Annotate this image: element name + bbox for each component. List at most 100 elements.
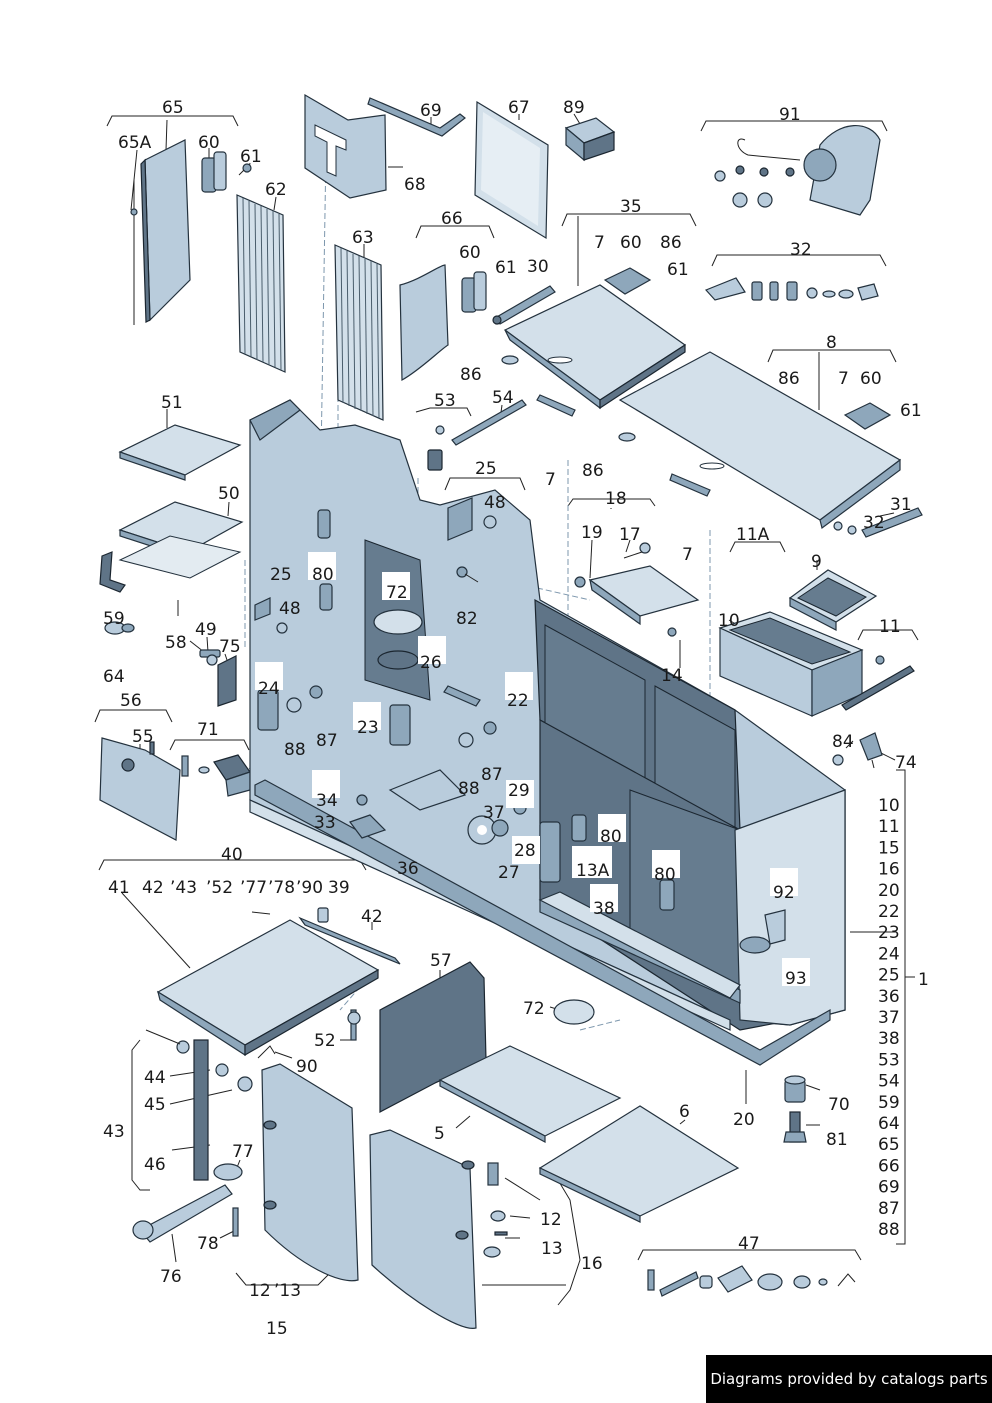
caps-92-93 (739, 909, 786, 954)
callout-51: 51 (161, 393, 183, 413)
callout-86d: 86 (582, 461, 604, 481)
washers-88-87 (286, 685, 497, 748)
callout-27: 27 (498, 863, 520, 883)
callout-34: 34 (316, 791, 338, 811)
small-parts-12-13 (483, 1162, 508, 1258)
callout-7d: 7 (682, 545, 693, 565)
group-brackets (94, 115, 919, 1306)
bar-69 (367, 97, 466, 137)
block-89 (564, 117, 616, 162)
callout-63: 63 (352, 228, 374, 248)
right-callout-36: 36 (878, 987, 900, 1007)
clips-80 (571, 814, 675, 911)
right-callout-16: 16 (878, 860, 900, 880)
callout-60c: 60 (620, 233, 642, 253)
callout-86a: 86 (660, 233, 682, 253)
bolt-52 (347, 1009, 361, 1041)
callout-1: 1 (918, 970, 929, 990)
foot-70-81 (783, 1075, 807, 1143)
knob-59 (104, 621, 135, 635)
callout-54: 54 (492, 388, 514, 408)
callout-8: 8 (826, 333, 837, 353)
right-callout-37: 37 (878, 1008, 900, 1028)
right-callout-20: 20 (878, 881, 900, 901)
callout-80b: 80 (600, 827, 622, 847)
callout-78h: ’78 (268, 878, 295, 898)
right-callout-11: 11 (878, 817, 900, 837)
callout-14: 14 (661, 666, 683, 686)
louvre-62 (236, 194, 286, 373)
callout-42b: 42 (361, 907, 383, 927)
leg-46 (145, 1029, 253, 1181)
lid-8 (618, 351, 902, 530)
table-top-41 (156, 919, 380, 1057)
callout-50: 50 (218, 484, 240, 504)
hinge-60b (461, 271, 487, 313)
callout-13b: ’13 (274, 1281, 301, 1301)
callout-11a: 11A (736, 525, 770, 545)
rail-11 (841, 655, 915, 711)
callout-61: 61 (240, 147, 262, 167)
right-callout-25: 25 (878, 966, 900, 986)
callout-13a: 13 (541, 1239, 563, 1259)
callout-72a: 72 (386, 583, 408, 603)
callout-32a: 32 (790, 240, 812, 260)
callout-40: 40 (221, 845, 243, 865)
bolt-58-49 (199, 649, 221, 666)
callout-22: 22 (507, 691, 529, 711)
callout-37: 37 (483, 803, 505, 823)
callout-92: 92 (773, 883, 795, 903)
callout-23: 23 (357, 718, 379, 738)
door-left (261, 1063, 359, 1282)
mat-51 (118, 424, 242, 481)
callout-88a: 88 (284, 740, 306, 760)
hinge-60 (201, 151, 227, 193)
callout-55: 55 (132, 727, 154, 747)
callout-93: 93 (785, 969, 807, 989)
label-boxes (255, 552, 810, 986)
foot-76-77-78 (132, 1163, 243, 1243)
callout-45: 45 (144, 1095, 166, 1115)
brackets-36-34-33 (349, 769, 467, 839)
right-callout-87: 87 (878, 1199, 900, 1219)
hinge-60c (603, 267, 652, 295)
callout-26: 26 (420, 653, 442, 673)
callout-7a: 7 (594, 233, 605, 253)
callout-18: 18 (605, 489, 627, 509)
callout-31: 31 (890, 495, 912, 515)
strap-22 (443, 685, 481, 707)
callout-61c: 61 (667, 260, 689, 280)
callout-74: 74 (895, 753, 917, 773)
fixings-71 (181, 754, 251, 797)
callout-52: 52 (314, 1031, 336, 1051)
callout-66: 66 (441, 209, 463, 229)
callout-91: 91 (779, 105, 801, 125)
right-callout-53: 53 (878, 1050, 900, 1070)
fixings-47 (647, 1265, 856, 1297)
callout-49: 49 (195, 620, 217, 640)
callout-78: 78 (197, 1234, 219, 1254)
callout-12b: 12 (249, 1281, 271, 1301)
right-callout-38: 38 (878, 1029, 900, 1049)
callout-28: 28 (514, 841, 536, 861)
callout-52h: ’52 (206, 878, 233, 898)
clip-90 (257, 1045, 276, 1059)
drawer-10 (718, 611, 864, 717)
callout-69: 69 (420, 101, 442, 121)
latch-91 (714, 125, 881, 216)
callout-60b: 60 (459, 243, 481, 263)
door-panel-65a (130, 139, 191, 325)
callout-84: 84 (832, 732, 854, 752)
callout-86b: 86 (460, 365, 482, 385)
callout-25b: 25 (270, 565, 292, 585)
callout-10: 10 (718, 611, 740, 631)
callout-5: 5 (434, 1124, 445, 1144)
callout-19: 19 (581, 523, 603, 543)
hinge-60d (843, 402, 892, 430)
mat-6 (538, 1105, 740, 1223)
sign-68 (304, 93, 387, 199)
credit-banner: Diagrams provided by catalogs parts (706, 1355, 992, 1403)
callout-71: 71 (197, 720, 219, 740)
right-callout-list: 1011151620222324253637385354596465666987… (878, 796, 900, 1240)
callout-33: 33 (314, 813, 336, 833)
